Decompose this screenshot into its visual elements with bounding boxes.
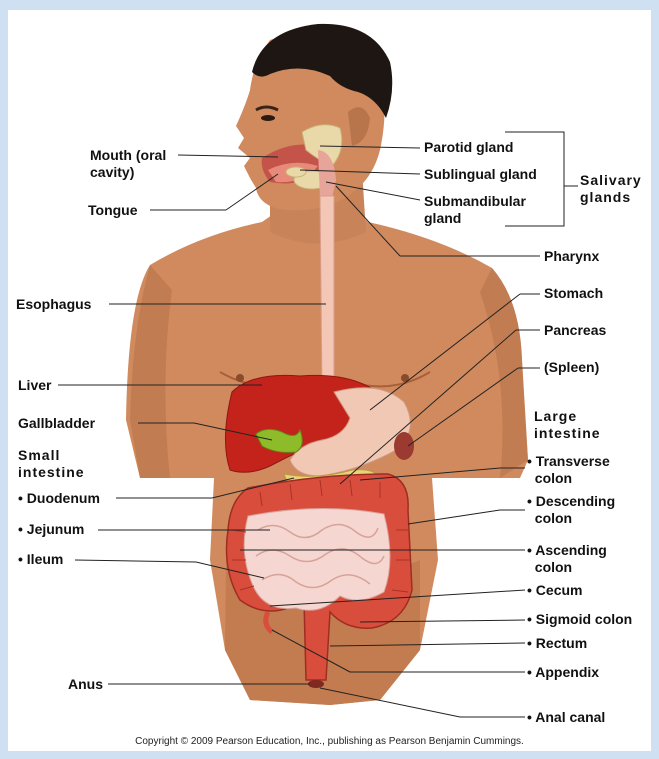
label-transverse-colon: • Transverse colon	[527, 453, 610, 487]
label-gallbladder: Gallbladder	[18, 415, 95, 432]
label-duodenum: • Duodenum	[18, 490, 100, 507]
label-mouth: Mouth (oral cavity)	[90, 147, 166, 181]
label-jejunum: • Jejunum	[18, 521, 84, 538]
label-parotid-gland: Parotid gland	[424, 139, 513, 156]
label-anus: Anus	[68, 676, 103, 693]
label-descending-colon: • Descending colon	[527, 493, 615, 527]
label-tongue: Tongue	[88, 202, 138, 219]
label-anal-canal: • Anal canal	[527, 709, 605, 726]
label-appendix: • Appendix	[527, 664, 599, 681]
label-salivary-glands: Salivary glands	[580, 172, 642, 206]
label-pancreas: Pancreas	[544, 322, 606, 339]
anus-spot	[308, 680, 324, 688]
label-stomach: Stomach	[544, 285, 603, 302]
sublingual-gland	[286, 167, 306, 177]
label-ileum: • Ileum	[18, 551, 63, 568]
label-pharynx: Pharynx	[544, 248, 599, 265]
label-ascending-colon: • Ascending colon	[527, 542, 607, 576]
label-small-intestine: Small intestine	[18, 447, 85, 481]
label-cecum: • Cecum	[527, 582, 582, 599]
label-submandibular-gland: Submandibular gland	[424, 193, 526, 227]
label-liver: Liver	[18, 377, 51, 394]
esophagus-tube	[320, 196, 334, 392]
label-sublingual-gland: Sublingual gland	[424, 166, 537, 183]
label-rectum: • Rectum	[527, 635, 587, 652]
label-esophagus: Esophagus	[16, 296, 91, 313]
spleen-organ	[394, 432, 414, 460]
label-spleen: (Spleen)	[544, 359, 599, 376]
label-sigmoid-colon: • Sigmoid colon	[527, 611, 632, 628]
label-large-intestine: Large intestine	[534, 408, 601, 442]
copyright-text: Copyright © 2009 Pearson Education, Inc.…	[0, 736, 659, 747]
